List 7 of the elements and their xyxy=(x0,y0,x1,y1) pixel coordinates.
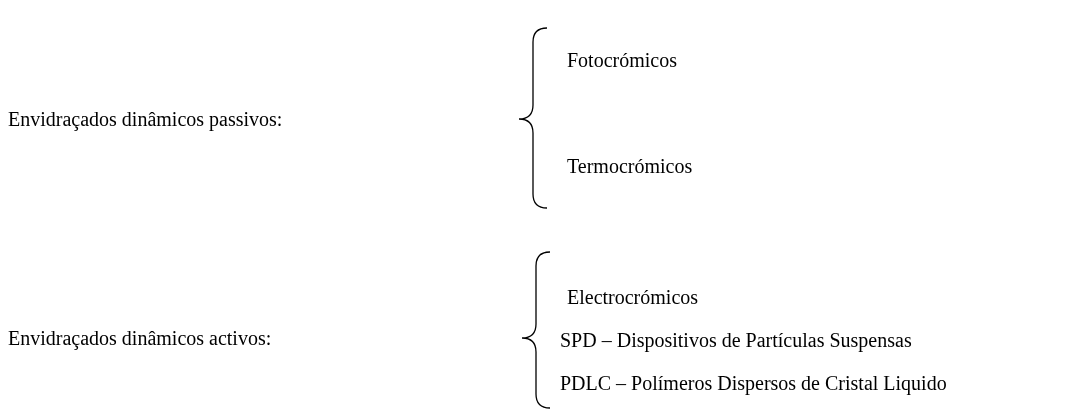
list-item: Fotocrómicos xyxy=(567,48,677,72)
group-heading: Envidraçados dinâmicos activos: xyxy=(8,326,272,350)
list-item: Electrocrómicos xyxy=(567,285,699,309)
list-item: PDLC – Polímeros Dispersos de Cristal Liquido xyxy=(560,371,947,395)
list-item: SPD – Dispositivos de Partículas Suspensas xyxy=(560,328,912,352)
group-heading: Envidraçados dinâmicos passivos: xyxy=(8,107,283,131)
list-item: Termocrómicos xyxy=(567,154,693,178)
